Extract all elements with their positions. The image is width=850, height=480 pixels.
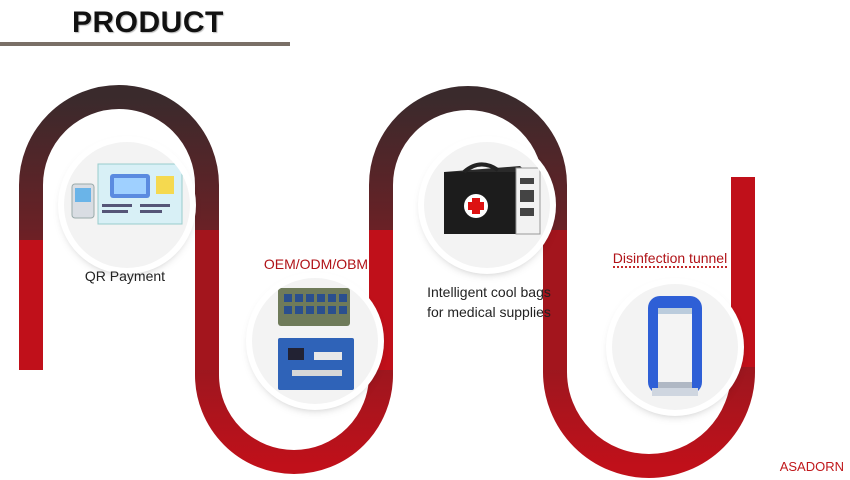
product-image-cool-bag xyxy=(424,142,550,268)
product-image-oem-board xyxy=(252,278,378,404)
label-oem-odm-obm: OEM/ODM/OBM xyxy=(263,256,369,272)
label-disinfection-tunnel: Disinfection tunnel xyxy=(600,248,740,268)
label-cool-bags-line2: for medical supplies xyxy=(427,304,551,320)
disinfection-tunnel-icon xyxy=(648,296,702,396)
qr-payment-kiosk-icon xyxy=(71,163,183,225)
product-image-disinfection-tunnel xyxy=(612,284,738,410)
label-cool-bags-line1: Intelligent cool bags xyxy=(427,284,551,300)
title-underline xyxy=(0,42,290,46)
label-qr-payment: QR Payment xyxy=(84,268,166,284)
label-cool-bags: Intelligent cool bags for medical suppli… xyxy=(414,282,564,322)
product-image-qr-payment xyxy=(64,142,190,268)
circuit-board-icon xyxy=(278,288,354,390)
medical-cool-bag-icon xyxy=(444,162,541,235)
brand-name: ASADORN xyxy=(779,459,844,474)
page-title: PRODUCT xyxy=(72,6,224,39)
label-disinfection-tunnel-text: Disinfection tunnel xyxy=(612,250,728,268)
